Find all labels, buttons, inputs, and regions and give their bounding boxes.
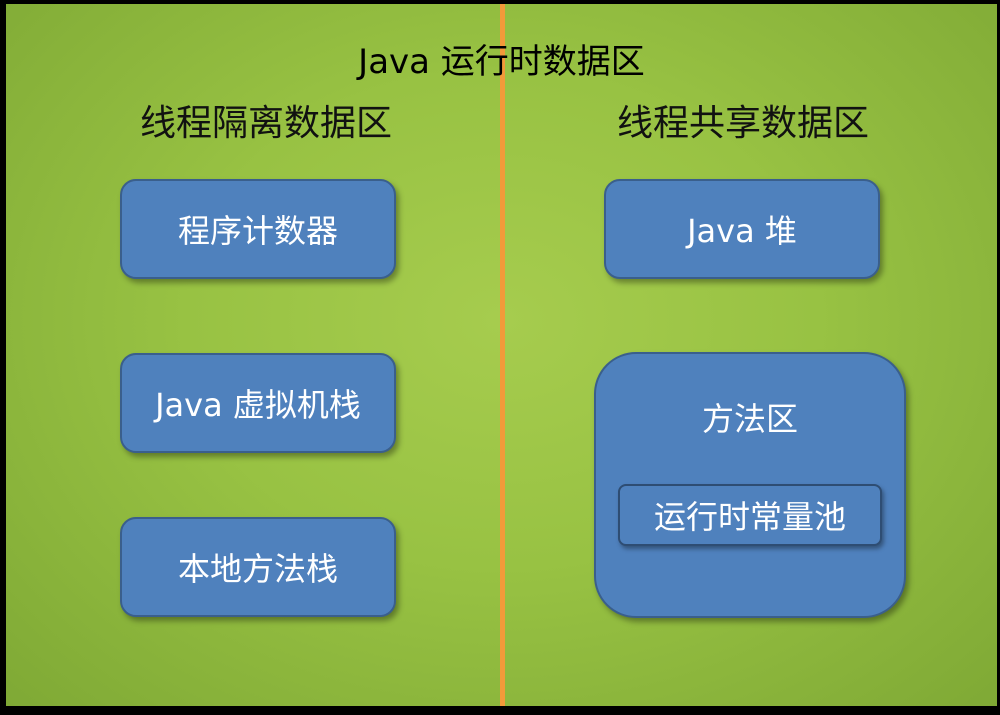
program-counter-label: 程序计数器 (177, 212, 338, 250)
java-heap-box: Java 堆 (604, 179, 880, 279)
jvm-stack-label: Java 虚拟机栈 (155, 386, 361, 424)
diagram-canvas: Java 运行时数据区 线程隔离数据区 线程共享数据区 程序计数器 Java 虚… (6, 4, 997, 706)
method-area-box: 方法区 运行时常量池 (594, 352, 906, 618)
method-area-label: 方法区 (701, 400, 798, 438)
thread-shared-section-title: 线程共享数据区 (616, 103, 869, 144)
jvm-stack-box: Java 虚拟机栈 (120, 353, 396, 453)
diagram-title: Java 运行时数据区 (358, 42, 645, 82)
section-divider (500, 4, 505, 706)
runtime-constant-pool-box: 运行时常量池 (618, 484, 882, 546)
thread-isolated-section-title: 线程隔离数据区 (139, 103, 392, 144)
program-counter-box: 程序计数器 (120, 179, 396, 279)
java-heap-label: Java 堆 (687, 212, 797, 250)
native-method-stack-label: 本地方法栈 (177, 550, 338, 588)
native-method-stack-box: 本地方法栈 (120, 517, 396, 617)
runtime-constant-pool-label: 运行时常量池 (653, 498, 846, 536)
